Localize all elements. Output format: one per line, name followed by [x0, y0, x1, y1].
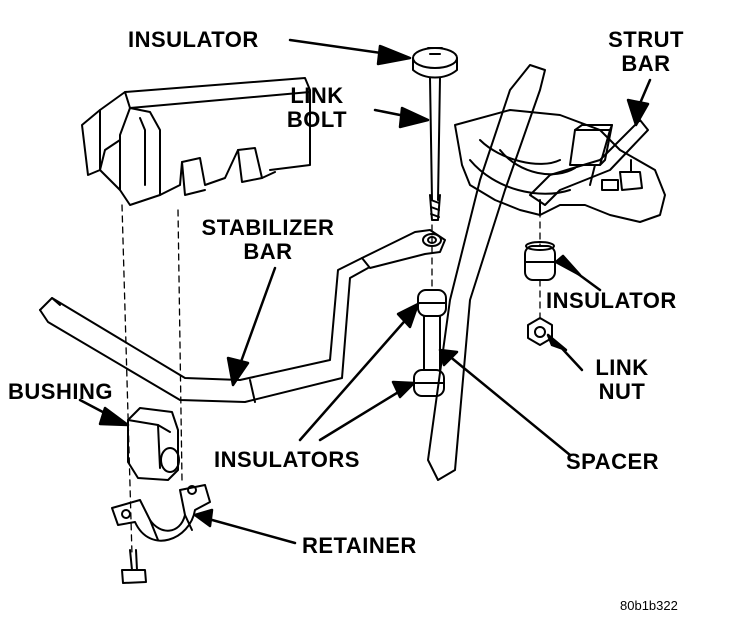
right-insulator-part	[524, 241, 556, 281]
label-strut-bar-line2: BAR	[621, 51, 671, 76]
label-spacer: SPACER	[566, 449, 660, 474]
frame-rail	[81, 77, 311, 206]
stabilizer-link-arm	[361, 229, 446, 269]
label-insulator-right: INSULATOR	[546, 288, 677, 313]
label-link-bolt-line2: BOLT	[286, 107, 348, 132]
bushing-part	[127, 407, 180, 481]
leader-arrows	[78, 38, 652, 545]
retainer-bolt-part	[121, 549, 147, 584]
label-retainer: RETAINER	[302, 533, 417, 558]
label-insulators: INSULATORS	[214, 447, 360, 472]
label-insulator-top: INSULATOR	[128, 27, 259, 52]
lower-control-arm	[454, 109, 666, 223]
retainer-part	[111, 484, 211, 542]
label-bushing: BUSHING	[8, 379, 113, 404]
insulator-stack	[413, 289, 447, 397]
label-strut-bar: STRUT BAR	[596, 28, 696, 76]
wheel-outline	[427, 64, 546, 481]
label-link-bolt-line1: LINK	[290, 83, 344, 108]
label-strut-bar-line1: STRUT	[608, 27, 684, 52]
link-bolt-part	[412, 47, 458, 221]
label-link-nut: LINK NUT	[582, 356, 662, 404]
label-stabilizer-bar-line1: STABILIZER	[201, 215, 335, 240]
label-link-nut-line1: LINK	[595, 355, 649, 380]
label-link-nut-line2: NUT	[598, 379, 646, 404]
strut-bar-shape	[529, 119, 649, 206]
alignment-lines	[121, 199, 541, 556]
label-stabilizer-bar: STABILIZER BAR	[188, 216, 348, 264]
link-nut-part	[527, 317, 553, 346]
label-stabilizer-bar-line2: BAR	[243, 239, 293, 264]
label-link-bolt: LINK BOLT	[262, 84, 372, 132]
stabilizer-bar-shape	[39, 257, 369, 403]
figure-code: 80b1b322	[620, 598, 678, 613]
